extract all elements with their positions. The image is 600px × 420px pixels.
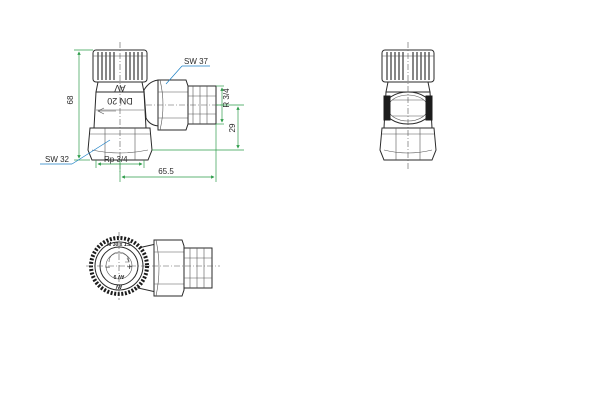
top-view: M 30 x 1.5 − + AV 9 AV (86, 232, 220, 300)
sw32-label: SW 32 (45, 155, 70, 164)
cap-bonnet-label: AV (115, 283, 122, 289)
sw37-label: SW 37 (184, 57, 209, 66)
cap-plus: + (127, 262, 132, 272)
union-nut-top (153, 239, 185, 297)
dim-height: 68 (66, 49, 93, 161)
side-view: AV DN 20 (40, 42, 244, 182)
front-view (379, 42, 437, 170)
outlet-thread-label: R 3/4 (222, 88, 231, 108)
dim-offset: 29 (152, 104, 244, 151)
leader-sw32: SW 32 (40, 139, 111, 165)
inlet-thread-label: Rp 3/4 (104, 155, 128, 164)
dim-height-label: 68 (66, 95, 75, 104)
leader-sw37: SW 37 (165, 57, 210, 85)
cap-minus: − (105, 262, 110, 272)
flow-arrow-icon (97, 107, 116, 115)
length-label: 65.5 (158, 167, 174, 176)
offset-label: 29 (228, 123, 237, 132)
dim-length: 65.5 (119, 124, 217, 182)
threaded-tail-top (183, 247, 213, 289)
